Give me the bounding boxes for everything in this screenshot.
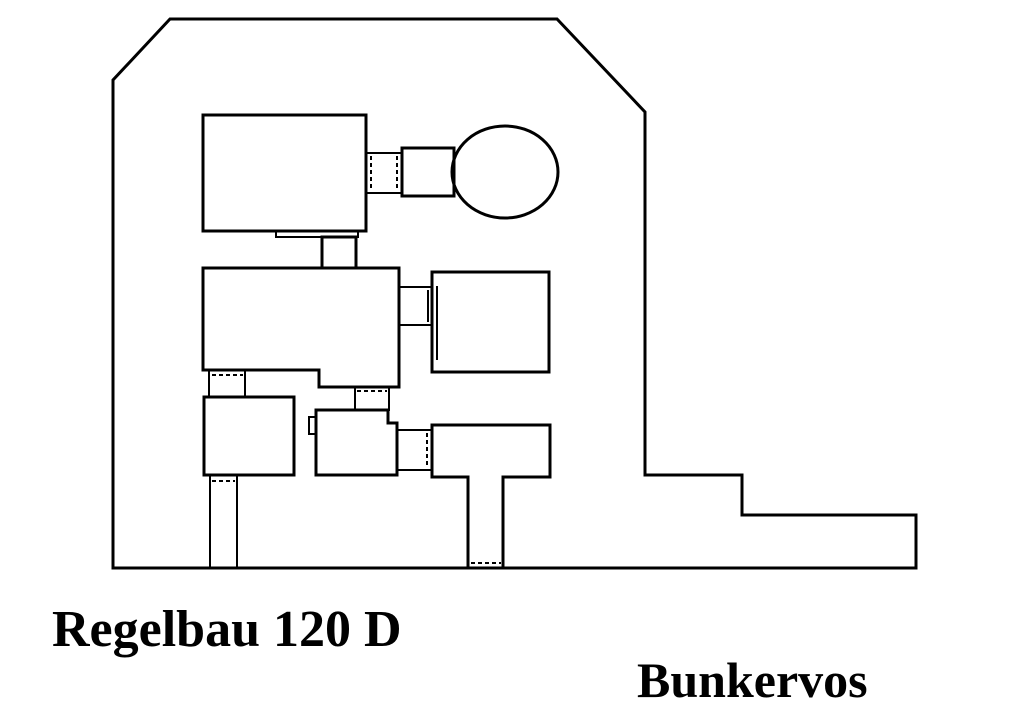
room-central [201,266,401,389]
room-bottom-middle [314,408,399,477]
room-t-shaped [430,423,552,570]
outer-wall [111,17,918,570]
room-top-left [201,113,368,233]
room-top-left-sill [275,230,359,238]
room-bottom-middle-niche [308,416,317,435]
antechamber [400,146,456,198]
corridor-exit-left [209,474,238,569]
room-right [430,270,551,374]
room-bottom-left [202,395,296,477]
round-room [450,124,560,220]
connector-central [320,235,358,270]
plan-title: Regelbau 120 D [52,601,402,658]
plan-credit: Bunkervos [637,652,868,708]
